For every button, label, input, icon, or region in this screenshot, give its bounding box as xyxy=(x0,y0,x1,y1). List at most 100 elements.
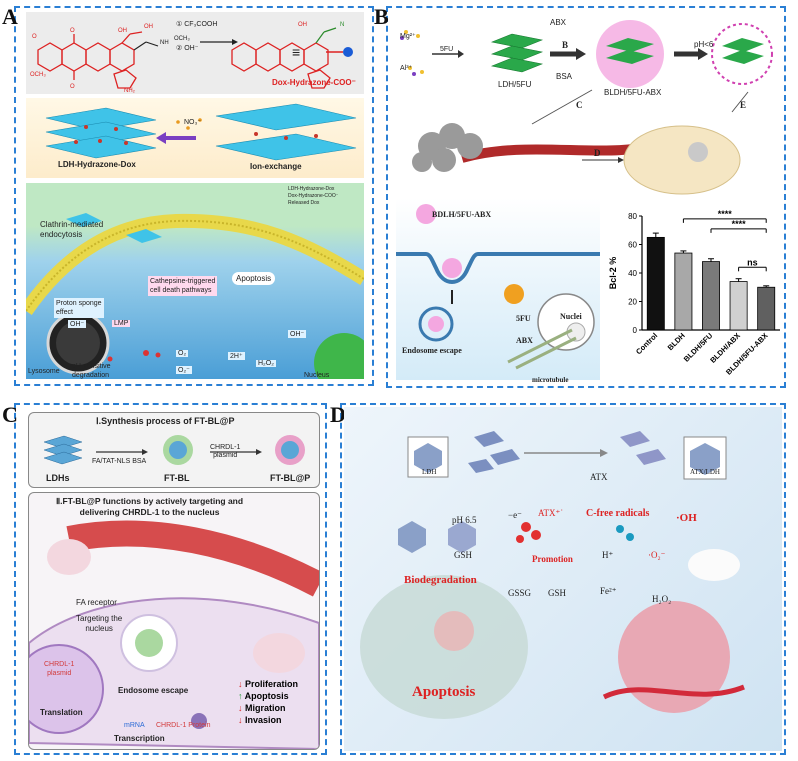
eminus-label: −e⁻ xyxy=(508,510,522,520)
svg-text:OH: OH xyxy=(118,28,127,34)
outcome-arrow: ↓ xyxy=(238,679,243,689)
outcomes-list: ↓ Proliferation ↑ Apoptosis ↓ Migration … xyxy=(238,678,298,726)
bar-1 xyxy=(674,252,693,331)
abx2-label: ABX xyxy=(516,336,533,345)
promotion-label: Promotion xyxy=(532,554,573,564)
reaction-step1: ① CF₃COOH xyxy=(176,21,218,28)
y-tick-label: 60 xyxy=(628,241,637,250)
svg-text:O: O xyxy=(70,84,75,90)
significance-label: ns xyxy=(747,257,758,267)
clathrin-label: Clathrin-mediated endocytosis xyxy=(40,220,104,239)
nucleus-label: Nucleus xyxy=(304,372,330,379)
functions-box xyxy=(28,492,320,750)
nitrate-label: NO₃⁻ xyxy=(184,119,202,126)
y-tick-label: 80 xyxy=(628,212,637,221)
svg-text:OH: OH xyxy=(298,22,307,28)
endosome-escape-c-label: Endosome escape xyxy=(118,686,189,695)
o2minus-label: O₂⁻ xyxy=(176,366,192,374)
outcome-arrow: ↓ xyxy=(238,703,243,713)
svg-text:NH: NH xyxy=(160,40,169,46)
y-tick-label: 20 xyxy=(628,298,637,307)
apoptosis-d-label: Apoptosis xyxy=(412,684,476,700)
panel-b-frame xyxy=(386,6,786,388)
hplus-label: H⁺ xyxy=(602,550,614,560)
step-e-label: E xyxy=(740,100,747,110)
atx-rad-label: ATX⁺˙ xyxy=(538,508,564,518)
endosome-illustration xyxy=(396,204,600,370)
gsh-label: GSH xyxy=(454,550,473,560)
bar-3 xyxy=(729,281,748,331)
svg-text:OH: OH xyxy=(144,24,153,30)
outcome-arrow: ↓ xyxy=(238,715,243,725)
bldh-label: BLDH/5FU-ABX xyxy=(604,88,662,97)
bar-0 xyxy=(646,236,665,331)
synthesis-illustration xyxy=(400,20,773,195)
transcription-label: Transcription xyxy=(114,734,165,743)
nuclei-label: Nuclei xyxy=(560,312,582,321)
x-tick-label: BLDH xyxy=(666,331,687,352)
outcome-text: Invasion xyxy=(245,715,282,725)
mg-ion-label: Mg²⁺ xyxy=(400,33,416,40)
cell-scene xyxy=(26,183,364,379)
panel-a-frame xyxy=(14,6,374,386)
h2o2-label: H₂O₂ xyxy=(256,360,276,367)
chrdl-protein-label: CHRDL-1 Protein xyxy=(156,722,211,729)
step-c-label: C xyxy=(576,100,583,110)
oh-rad-label: ·OH xyxy=(676,512,697,524)
svg-text:OCH₃: OCH₃ xyxy=(30,72,46,78)
panel-c-letter: C xyxy=(2,402,18,427)
outcome-text: Apoptosis xyxy=(244,691,289,701)
twoh-label: 2H⁺ xyxy=(228,352,245,360)
step-d-label: D xyxy=(594,148,601,158)
y-tick-label: 40 xyxy=(628,269,637,278)
translation-label: Translation xyxy=(40,708,83,717)
panel-d-letter: D xyxy=(330,402,346,427)
synthesis-steps-illustration xyxy=(43,435,305,465)
step-b-label: B xyxy=(562,40,569,50)
legend-item: Dox-Hydrazone-COO⁻ xyxy=(288,193,339,199)
ldh5fu-label: LDH/5FU xyxy=(498,80,532,89)
bar-2 xyxy=(702,261,720,331)
svg-text:NH₂: NH₂ xyxy=(124,88,136,94)
reaction-scheme xyxy=(26,12,364,94)
biodegradation-label: Biodegradation xyxy=(404,574,477,586)
legend-item: LDH-Hydrazone-Dox xyxy=(288,186,335,192)
panel-d-illustration xyxy=(360,431,745,719)
al-ion-label: Al³⁺ xyxy=(400,65,413,72)
svg-text:O: O xyxy=(70,28,75,34)
outcome-item: ↑ Apoptosis xyxy=(238,690,298,702)
bar-4 xyxy=(757,286,776,331)
bdlh-title: BDLH/5FU-ABX xyxy=(432,210,492,219)
ldh-layers-illustration xyxy=(45,103,357,161)
x-tick-label: Control xyxy=(634,331,659,356)
legend-box: LDH-Hydrazone-Dox Dox-Hydrazone-COO⁻ Rel… xyxy=(278,186,338,207)
h2o2-d-label: H₂O₂ xyxy=(652,594,672,604)
gsh2-label: GSH xyxy=(548,588,567,598)
endosome-escape-label: Endosome escape xyxy=(402,346,462,355)
delivery-illustration xyxy=(29,520,319,749)
o2-label: O₂ xyxy=(176,350,189,357)
lysosome-label: Lysosome xyxy=(28,368,60,375)
ldhs-label: LDHs xyxy=(46,473,70,483)
cell-membrane-illustration xyxy=(26,213,364,379)
fa-receptor-label: FA receptor xyxy=(76,598,117,607)
fe-label: Fe²⁺ xyxy=(600,586,617,596)
outcome-arrow: ↑ xyxy=(238,691,243,701)
reagent-label: FA/TAT-NLS BSA xyxy=(92,458,147,465)
fu-label: 5FU xyxy=(440,46,454,53)
panel-a-letter: A xyxy=(2,4,18,29)
fu2-label: 5FU xyxy=(516,314,531,323)
ph-sensitive-label: pH-sensitive degradation xyxy=(72,363,111,379)
outcome-text: Migration xyxy=(245,703,286,713)
outcome-item: ↓ Migration xyxy=(238,702,298,714)
outcome-text: Proliferation xyxy=(245,679,299,689)
reaction-step2: ② OH⁻ xyxy=(176,45,199,52)
o2-rad-label: ·O₂⁻ xyxy=(648,550,666,560)
ldh-d-label: LDH xyxy=(422,468,437,476)
chrdl-plasmid-label: CHRDL-1 plasmid xyxy=(210,444,241,459)
ftblp-label: FT-BL@P xyxy=(270,473,311,483)
abx-label: ABX xyxy=(550,18,567,27)
svg-text:N: N xyxy=(340,22,344,28)
panel-c-frame xyxy=(14,403,327,755)
